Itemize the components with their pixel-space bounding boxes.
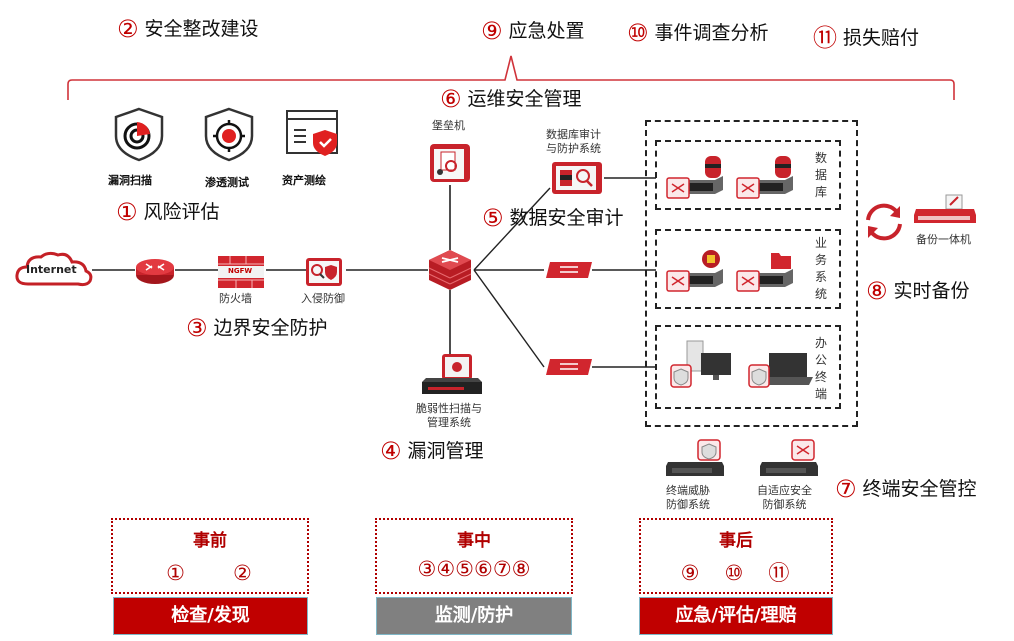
phase-before-bar: 检查/发现 <box>113 597 308 635</box>
router-icon <box>134 257 176 285</box>
core-switch-icon <box>426 248 474 292</box>
office-terminal-icons <box>665 335 815 395</box>
label-adaptive-defense: 自适应安全 防御系统 <box>757 484 812 511</box>
phase-before-nums: ① ② <box>166 561 254 585</box>
endpoint-threat-defense-icon <box>664 438 728 480</box>
asset-mapping-icon <box>284 108 344 160</box>
adaptive-defense-icon <box>758 438 822 480</box>
phase-during-box: 事中 ③④⑤⑥⑦⑧ <box>375 518 573 594</box>
access-switch-icon <box>544 355 594 379</box>
sync-arrows-icon <box>862 200 906 244</box>
phase-before-title: 事前 <box>193 531 227 551</box>
access-switch-icon <box>544 258 594 282</box>
label-endpoint-threat-defense: 终端威胁 防御系统 <box>666 484 710 511</box>
internet-cloud-icon: Internet <box>14 250 94 290</box>
internet-label: Internet <box>26 263 77 276</box>
link-core-switch2 <box>473 269 545 368</box>
label-vuln-scan: 漏洞扫描 <box>108 174 152 187</box>
zone-database: 数据库 <box>655 140 841 210</box>
label-vuln-scanner: 脆弱性扫描与 管理系统 <box>416 402 482 429</box>
label-ips: 入侵防御 <box>301 292 345 305</box>
label-backup-appliance: 备份一体机 <box>916 233 971 246</box>
top-bracket <box>67 55 955 100</box>
zone-office-label: 办公终端 <box>814 336 827 401</box>
phase-before-box: 事前 ① ② <box>111 518 309 594</box>
backup-appliance-icon <box>910 193 980 227</box>
zone-database-label: 数据库 <box>814 151 827 199</box>
label-bastion: 堡垒机 <box>432 119 465 132</box>
db-audit-icon <box>550 160 604 196</box>
zone-business-system: 业务系统 <box>655 229 841 309</box>
phase-during-bar: 监测/防护 <box>376 597 572 635</box>
phase-after-box: 事后 ⑨ ⑩ ⑪ <box>639 518 833 594</box>
firewall-badge: NGFW <box>228 267 253 275</box>
link-core-dbaudit <box>473 187 551 271</box>
business-server-icons <box>665 243 805 297</box>
vulnerability-scan-icon <box>110 106 168 162</box>
phase-during-nums: ③④⑤⑥⑦⑧ <box>417 557 531 581</box>
phase-after-title: 事后 <box>719 531 753 551</box>
penetration-test-icon <box>200 106 258 162</box>
database-server-icons <box>665 152 795 202</box>
phase-after-nums: ⑨ ⑩ ⑪ <box>680 561 792 585</box>
phase-after-bar: 应急/评估/理赔 <box>639 597 833 635</box>
zone-office-terminal: 办公终端 <box>655 325 841 409</box>
label-asset-mapping: 资产测绘 <box>282 174 326 187</box>
zone-business-label: 业务系统 <box>814 236 827 301</box>
firewall-icon: NGFW <box>216 254 266 290</box>
label-db-audit: 数据库审计 与防护系统 <box>546 128 601 155</box>
label-firewall: 防火墙 <box>219 292 252 305</box>
vuln-scanner-icon <box>418 352 486 398</box>
internal-zone-container <box>645 120 858 427</box>
phase-during-title: 事中 <box>457 531 491 551</box>
bastion-host-icon <box>426 140 474 186</box>
ips-icon <box>304 254 346 288</box>
label-pen-test: 渗透测试 <box>205 176 249 189</box>
